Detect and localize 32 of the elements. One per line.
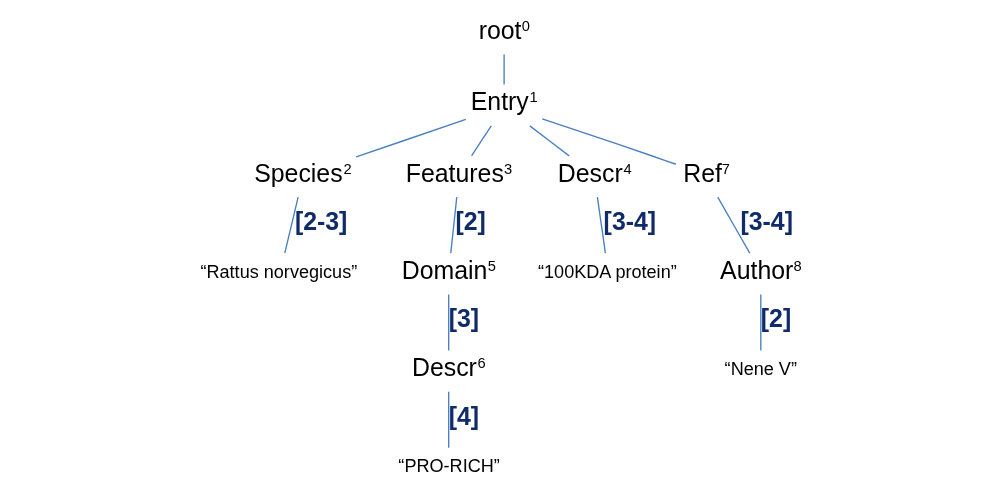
node-text: “Rattus norvegicus” — [199, 261, 357, 282]
edge-label: [2] — [760, 303, 791, 332]
connector — [447, 390, 449, 448]
node-text: Descr$^{6}$ — [411, 352, 486, 381]
edge-label: [4] — [448, 401, 479, 430]
node-text: Species$^{2}$ — [253, 158, 352, 187]
node-text: Entry$^{1}$ — [470, 86, 538, 115]
connector — [502, 53, 505, 85]
connector — [528, 124, 570, 156]
node-text: Author$^{8}$ — [719, 255, 802, 284]
node-text: “PRO-RICH” — [397, 455, 500, 476]
connector — [541, 117, 677, 165]
connector — [283, 196, 299, 254]
node-text: “Nene V” — [724, 358, 797, 379]
connector — [470, 124, 492, 156]
connector — [447, 293, 449, 351]
edge-label: [3-4] — [739, 206, 793, 235]
edge-label: [2] — [454, 206, 486, 235]
edge-label: [2-3] — [294, 206, 347, 235]
connector — [355, 118, 466, 158]
connector — [596, 196, 606, 254]
connector — [449, 196, 457, 254]
edge-label: [3-4] — [603, 206, 656, 235]
node-text: “100KDA protein” — [537, 261, 677, 282]
node-text: Features$^{3}$ — [405, 158, 512, 187]
node-text: Ref$^{7}$ — [682, 158, 730, 187]
connector — [716, 196, 750, 254]
node-text: Descr$^{4}$ — [557, 158, 632, 187]
edge-label: [3] — [448, 303, 479, 332]
connector — [759, 293, 761, 351]
node-text: Domain$^{5}$ — [401, 255, 496, 284]
node-text: root$^{0}$ — [478, 15, 530, 44]
